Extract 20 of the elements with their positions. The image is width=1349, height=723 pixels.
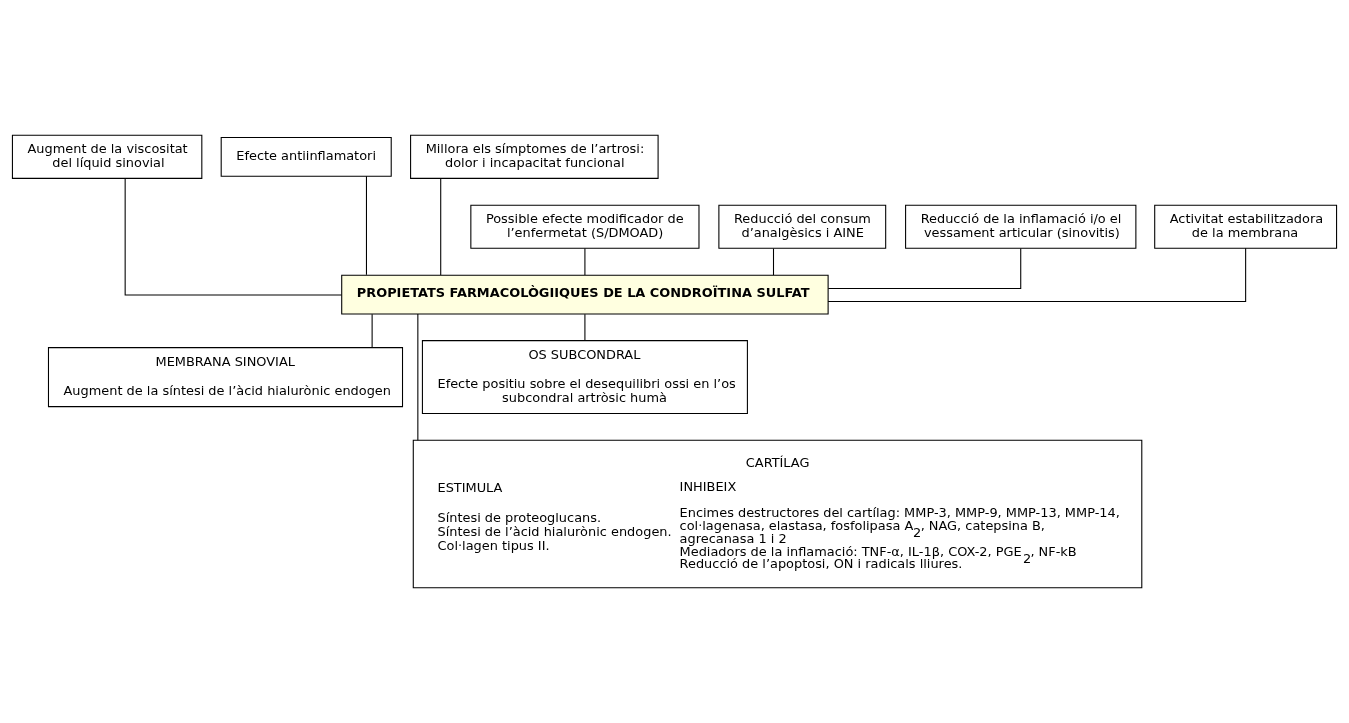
- connector: [124, 177, 343, 296]
- node-box: Efecte antiinflamatori: [220, 136, 392, 177]
- connector: [371, 313, 373, 349]
- node-box: Millora els símptomes de l’artrosi: dolor i incapacitat funcional: [410, 134, 659, 179]
- connector: [584, 248, 586, 276]
- connector: [365, 175, 367, 276]
- connector: [827, 247, 1022, 290]
- node-box: Reducció del consum d’analgèsics i AINE: [718, 204, 887, 249]
- connector: [440, 178, 442, 276]
- node-box: MEMBRANA SINOVIAL Augment de la síntesi de l’àcid hialurònic endogen: [47, 347, 404, 408]
- node-box: Possible efecte modificador de l’enfermetat (S/DMOAD): [470, 204, 700, 249]
- node-box: Activitat estabilitzadora de la membrana: [1154, 204, 1338, 249]
- node-box: Augment de la viscositat del líquid sinovial: [11, 134, 203, 179]
- connector: [584, 313, 586, 342]
- node-box: PROPIETATS FARMACOLÒGIIQUES DE LA CONDROÏTINA SULFAT: [341, 274, 829, 315]
- connector: [827, 247, 1247, 302]
- node-box: OS SUBCONDRAL Efecte positiu sobre el desequilibri ossi en l’os subcondral artròsic humà: [421, 340, 748, 415]
- connector: [772, 248, 775, 276]
- node-box: Reducció de la inflamació i/o el vessament articular (sinovitis): [905, 204, 1137, 249]
- connector: [417, 313, 419, 441]
